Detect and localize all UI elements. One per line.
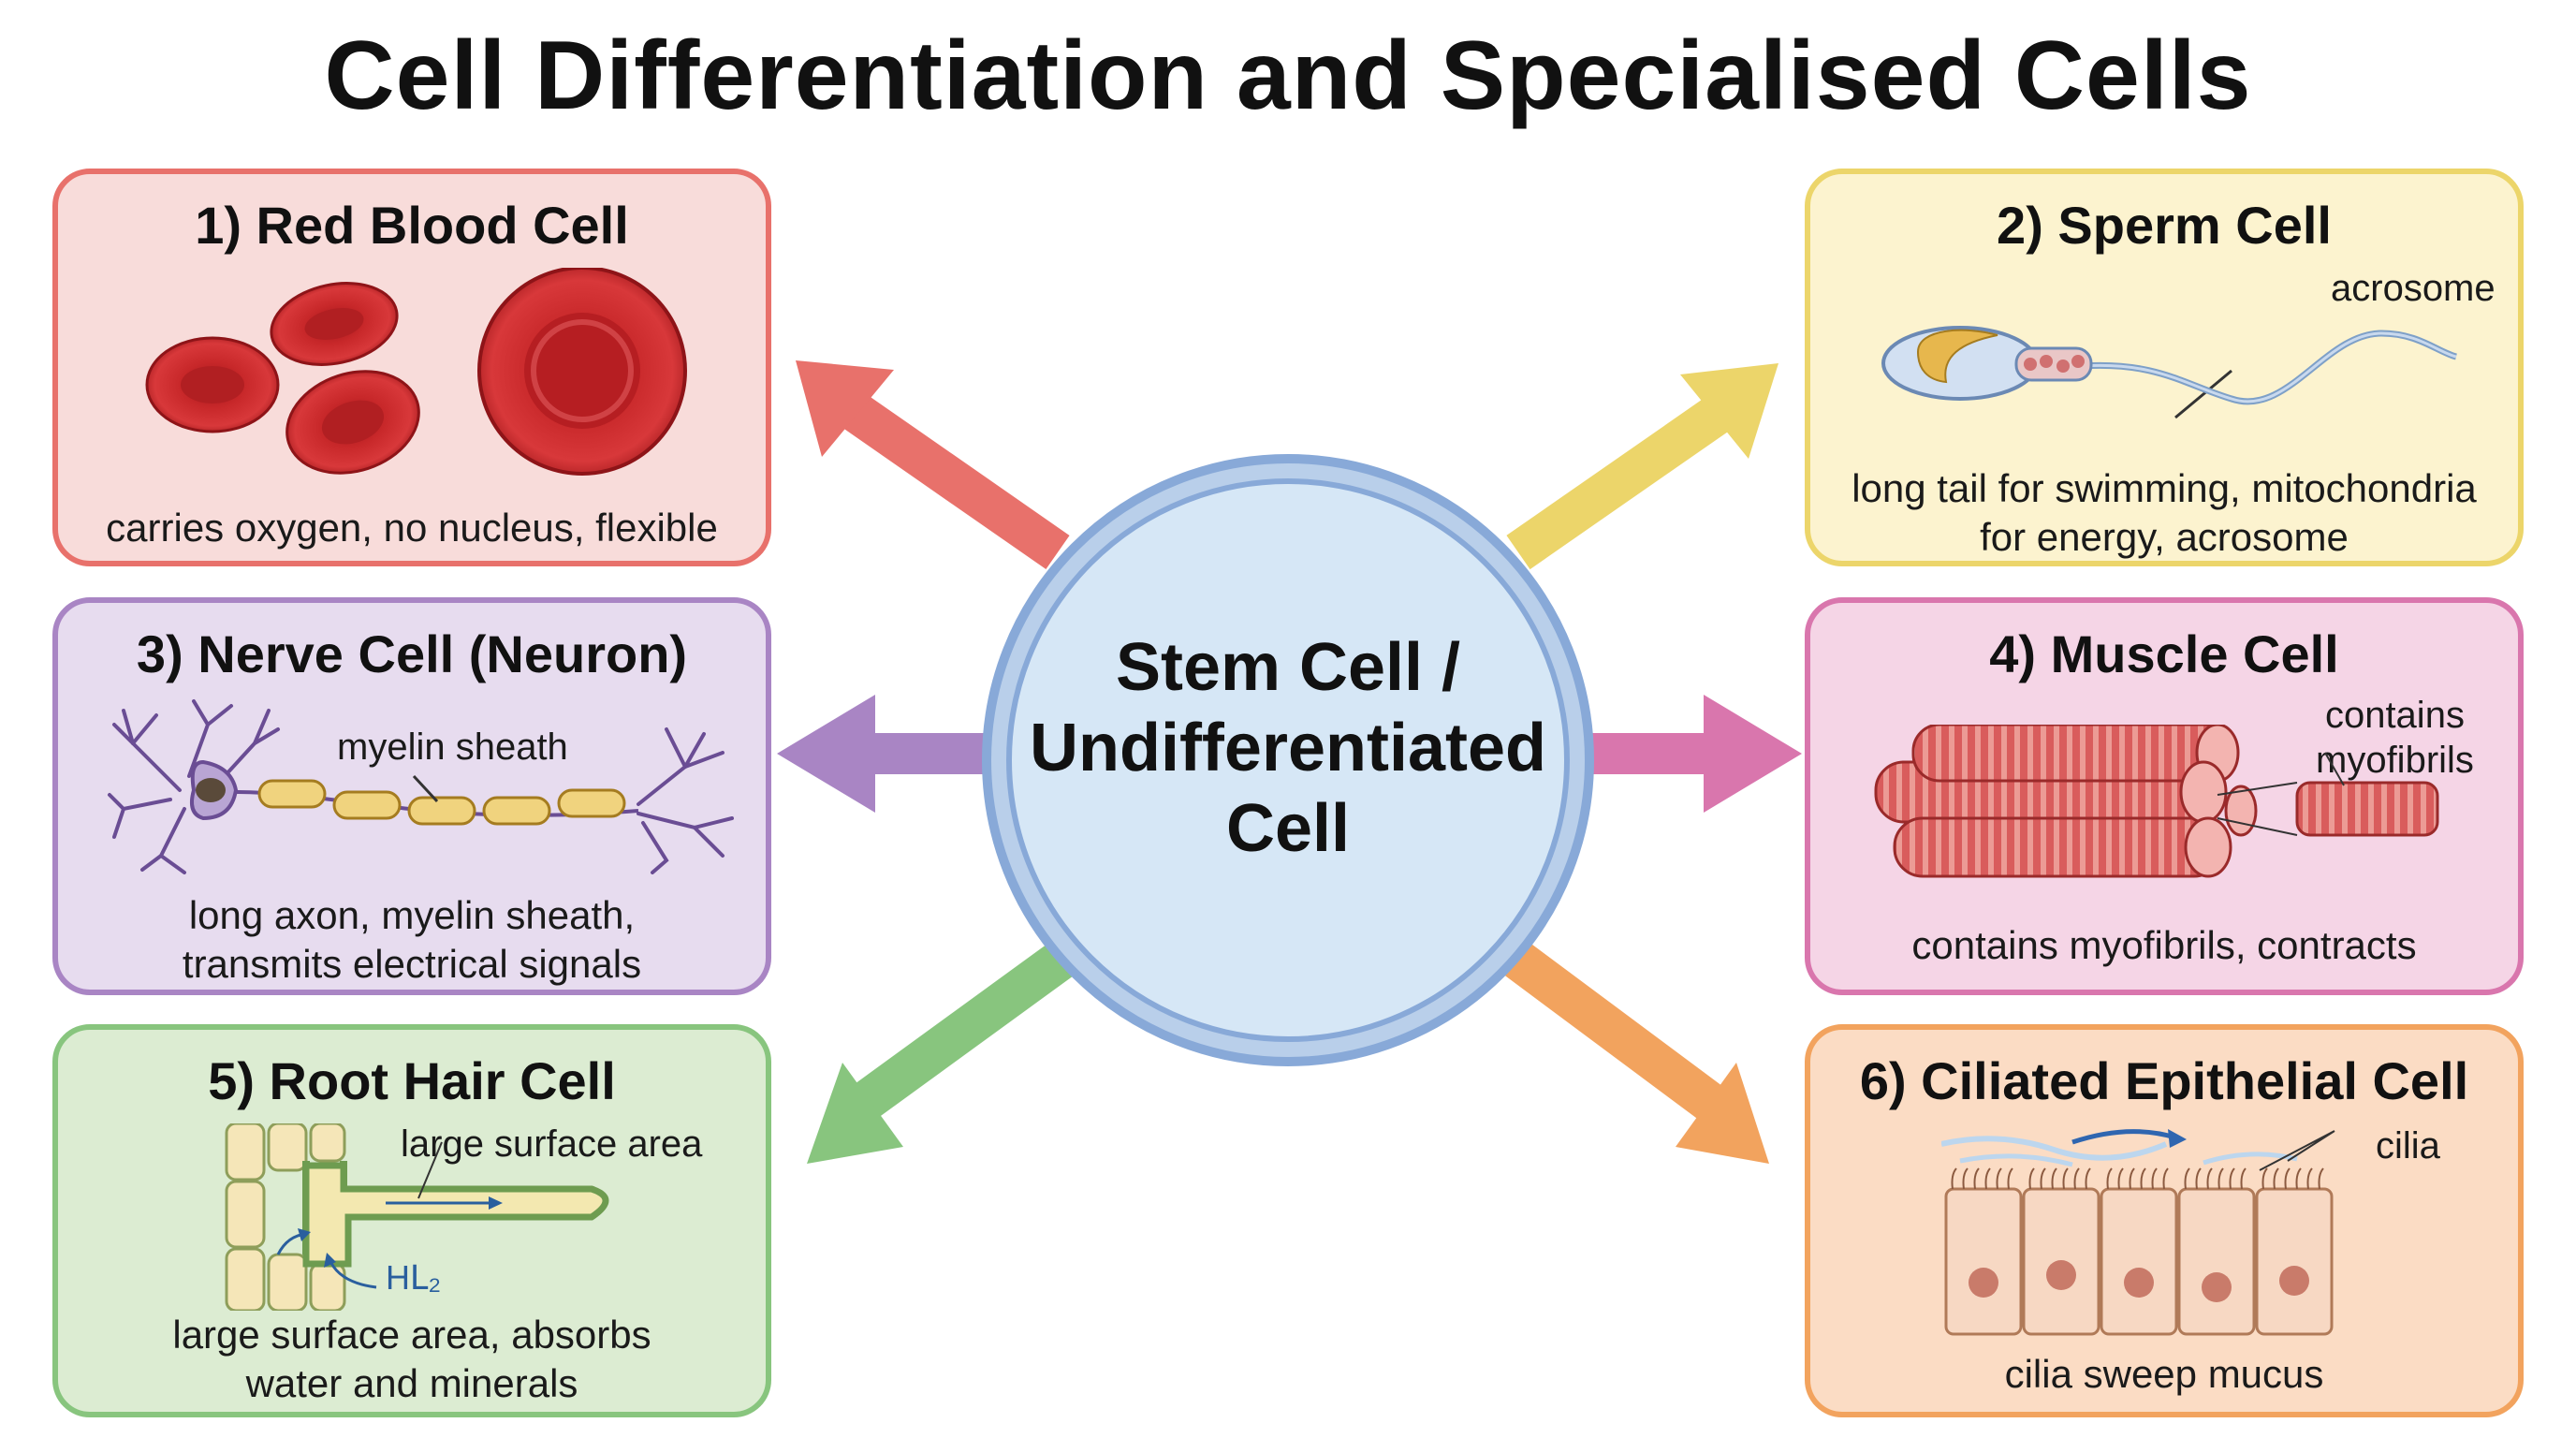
water-label: HԼ₂ xyxy=(386,1258,442,1297)
ciliated-cell-illustration xyxy=(1941,1129,2335,1336)
nerve-caption-line-2: transmits electrical signals xyxy=(182,942,642,986)
stem-cell-circle xyxy=(982,454,1594,1066)
arrow-to-red-blood-cell xyxy=(796,360,1070,570)
root-hair-caption-line-1: large surface area, absorbs xyxy=(172,1313,651,1357)
ciliated-cell-panel: 6) Ciliated Epithelial Cell cilia xyxy=(1805,1024,2524,1417)
nerve-caption-line-1: long axon, myelin sheath, xyxy=(188,893,636,937)
root-hair-cell-title: 5) Root Hair Cell xyxy=(208,1051,616,1110)
muscle-cell-panel: 4) Muscle Cell contains myofibrils conta xyxy=(1805,597,2524,995)
arrow-to-ciliated-cell xyxy=(1499,938,1769,1164)
acrosome-label: acrosome xyxy=(2331,268,2496,309)
ciliated-cell-title: 6) Ciliated Epithelial Cell xyxy=(1859,1051,2469,1110)
page-title: Cell Differentiation and Specialised Cel… xyxy=(324,22,2252,130)
arrow-to-sperm-cell xyxy=(1506,363,1778,570)
stem-cell: Stem Cell / Undifferentiated Cell xyxy=(975,448,1601,1073)
sperm-caption-line-2: for energy, acrosome xyxy=(1980,515,2349,559)
root-hair-caption-line-2: water and minerals xyxy=(245,1361,578,1405)
large-surface-area-label: large surface area xyxy=(401,1123,703,1165)
sperm-cell-title: 2) Sperm Cell xyxy=(1997,196,2332,255)
sperm-cell-caption: long tail for swimming, mitochondria for… xyxy=(1810,464,2518,562)
sperm-caption-line-1: long tail for swimming, mitochondria xyxy=(1852,466,2477,510)
stem-cell-line-2: Undifferentiated xyxy=(1029,711,1547,785)
red-blood-cell-illustration xyxy=(145,268,687,476)
arrow-to-nerve-cell xyxy=(777,695,992,813)
stem-cell-line-1: Stem Cell / xyxy=(1115,630,1461,705)
root-hair-illustration xyxy=(225,1123,609,1311)
muscle-cell-title: 4) Muscle Cell xyxy=(1989,624,2339,683)
ciliated-cell-caption: cilia sweep mucus xyxy=(2004,1352,2324,1396)
root-hair-cell-caption: large surface area, absorbs water and mi… xyxy=(58,1311,766,1408)
sperm-cell-panel: 2) Sperm Cell acrosome long tail for swi… xyxy=(1805,169,2524,566)
myelin-sheath-label: myelin sheath xyxy=(337,726,568,768)
stem-cell-label: Stem Cell / Undifferentiated Cell xyxy=(975,627,1601,869)
stem-cell-line-3: Cell xyxy=(1225,791,1351,866)
root-hair-cell-panel: 5) Root Hair Cell large surface area HԼ₂ xyxy=(52,1024,771,1417)
nerve-cell-caption: long axon, myelin sheath, transmits elec… xyxy=(58,891,766,989)
neuron-illustration xyxy=(108,699,734,874)
red-blood-cell-panel: 1) Red Blood Cell carries oxygen, no nuc… xyxy=(52,169,771,566)
red-blood-cell-caption: carries oxygen, no nucleus, flexible xyxy=(106,506,718,550)
nerve-cell-panel: 3) Nerve Cell (Neuron) myelin sheath xyxy=(52,597,771,995)
cilia-label: cilia xyxy=(2376,1125,2440,1167)
arrow-to-muscle-cell xyxy=(1582,695,1802,813)
red-blood-cell-title: 1) Red Blood Cell xyxy=(195,196,629,255)
muscle-illustration xyxy=(1874,725,2439,878)
muscle-cell-caption: contains myofibrils, contracts xyxy=(1911,923,2417,967)
myofibrils-label-line-1: contains xyxy=(2324,695,2465,736)
myofibrils-label-line-2: myofibrils xyxy=(2316,740,2474,781)
nerve-cell-title: 3) Nerve Cell (Neuron) xyxy=(136,624,688,683)
sperm-cell-illustration xyxy=(1881,326,2458,419)
myofibrils-label: contains myofibrils xyxy=(2316,693,2474,783)
arrow-to-root-hair-cell xyxy=(807,938,1079,1164)
